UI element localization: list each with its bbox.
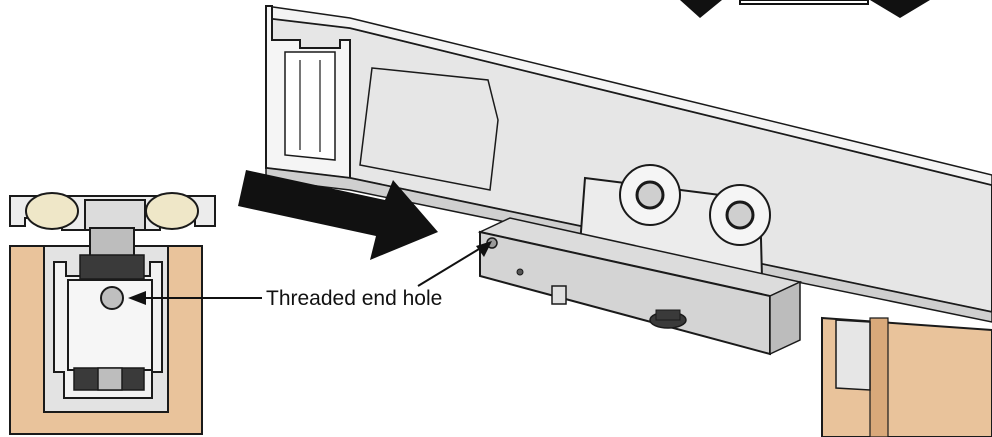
threaded-end-hole-label: Threaded end hole [266,287,442,310]
big-right-arrow-icon [238,170,438,260]
adjust-knob-stem [655,309,681,321]
steel-bar [477,217,803,356]
bar-pin [551,285,567,305]
callout-threaded-end-hole: Threaded end hole [128,241,492,310]
down-chevron-icon [870,0,930,18]
roller-bearing-left [635,180,665,210]
steel-bar-side [769,280,801,356]
door-panel [821,316,992,437]
inset-wheel-left [25,192,79,230]
roller-bearing-right [725,200,755,230]
track-end-channel [284,51,336,161]
callout-arrowhead-right [476,241,492,257]
down-chevron-icon [680,0,722,18]
door-edge-shade [869,317,889,437]
main-track [265,5,992,323]
carriage-ghost-outline [359,67,499,191]
inset-wheel-right [145,192,199,230]
top-marker-group [680,0,930,18]
cross-section-inset [9,192,216,435]
bar-small-hole [516,268,524,276]
inset-bolt-nut [79,254,145,280]
inset-bottom-washer [97,367,123,391]
callout-leader-right [417,245,485,287]
threaded-end-hole [100,286,124,310]
door-clip-bracket [835,319,871,391]
top-frame-edge [739,0,869,5]
callout-arrowhead-left [128,291,146,305]
inset-axle-housing [84,199,146,231]
